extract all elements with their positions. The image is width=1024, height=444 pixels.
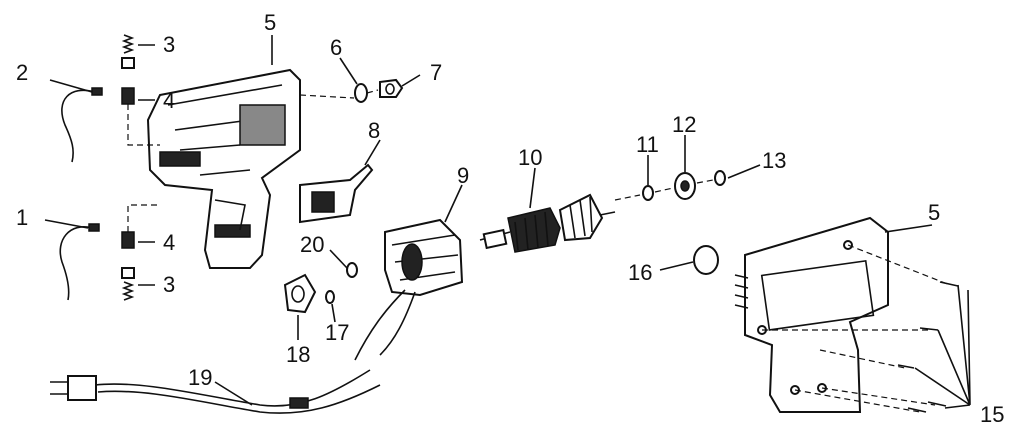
- callout-8: 8: [368, 118, 380, 143]
- callout-7: 7: [430, 60, 442, 85]
- callout-1: 1: [16, 205, 28, 230]
- housing-screws: [762, 244, 971, 413]
- callout-16: 16: [628, 260, 652, 285]
- callout-5-left: 5: [264, 10, 276, 35]
- leader-lines: [44, 35, 933, 406]
- nut: [283, 273, 317, 314]
- callout-6: 6: [330, 35, 342, 60]
- callout-3-upper: 3: [163, 32, 175, 57]
- bearing: [379, 78, 404, 98]
- callout-3-lower: 3: [163, 272, 175, 297]
- assembly-line-armature: [614, 179, 714, 201]
- callout-15: 15: [980, 402, 1004, 427]
- cover-disc: [693, 245, 719, 275]
- callout-10: 10: [518, 145, 542, 170]
- armature-washer: [642, 185, 654, 201]
- armature-bearing: [674, 172, 696, 200]
- thrust-washer: [714, 170, 726, 186]
- power-cord: [50, 369, 381, 414]
- brush-spring-lower: [121, 267, 135, 301]
- housing-right-half: [734, 216, 889, 413]
- carbon-brush-upper: [121, 87, 135, 105]
- callout-17: 17: [325, 320, 349, 345]
- brush-holder-washer: [346, 262, 358, 278]
- lead-wire-upper: [61, 87, 103, 163]
- washer: [354, 83, 368, 103]
- armature: [479, 193, 616, 253]
- trigger-switch: [299, 163, 374, 224]
- small-washer: [325, 290, 335, 304]
- callout-18: 18: [286, 342, 310, 367]
- callout-4-upper: 4: [163, 88, 175, 113]
- callout-20: 20: [300, 232, 324, 257]
- callout-13: 13: [762, 148, 786, 173]
- callout-9: 9: [457, 163, 469, 188]
- callout-4-lower: 4: [163, 230, 175, 255]
- callout-12: 12: [672, 112, 696, 137]
- lead-wire-lower: [59, 223, 100, 301]
- assembly-line-bearing: [299, 89, 379, 99]
- callout-19: 19: [188, 365, 212, 390]
- callout-5-right: 5: [928, 200, 940, 225]
- housing-left-half: [146, 68, 301, 269]
- field-assembly: [354, 218, 464, 361]
- callout-labels: 1 2 3 3 4 4 5 5 6 7 8 9 10 11 12 13 15 1…: [16, 10, 1004, 427]
- brush-spring-upper: [121, 34, 135, 69]
- callout-2: 2: [16, 60, 28, 85]
- carbon-brush-lower: [121, 231, 135, 249]
- assembly-line-brushes: [127, 104, 160, 232]
- callout-11: 11: [636, 132, 659, 157]
